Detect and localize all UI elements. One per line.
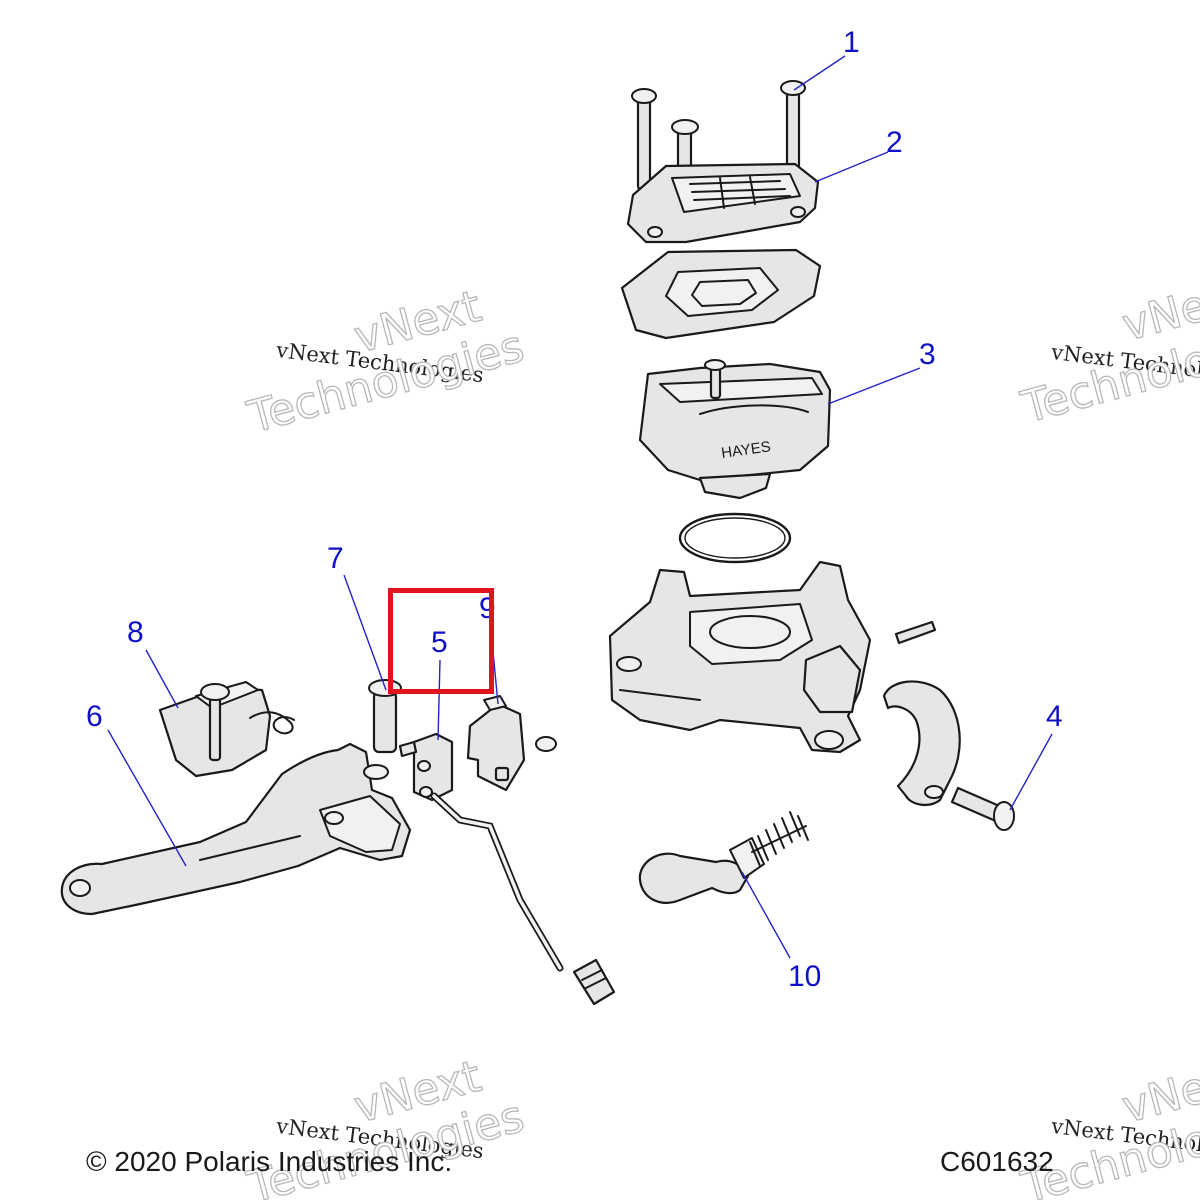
screw-left xyxy=(631,88,657,192)
brake-switch xyxy=(398,732,616,1006)
brake-lever xyxy=(60,742,412,916)
reservoir-cover xyxy=(626,162,820,244)
pivot-pin xyxy=(894,620,937,645)
clamp-bolt xyxy=(950,786,1015,831)
callout-1: 1 xyxy=(843,26,860,59)
callout-6: 6 xyxy=(86,700,103,733)
master-cylinder-body xyxy=(608,560,872,754)
callout-10: 10 xyxy=(788,960,822,993)
reservoir-screw xyxy=(704,359,726,400)
switch-bracket xyxy=(158,681,295,778)
copyright-text: © 2020 Polaris Industries Inc. xyxy=(86,1146,453,1177)
handlebar-clamp xyxy=(882,680,961,806)
highlight-box xyxy=(388,588,494,694)
piston-assembly xyxy=(638,811,809,904)
diagram-code: C601632 xyxy=(940,1146,1054,1177)
leader-lines xyxy=(107,55,1053,959)
switch-plate xyxy=(466,695,557,792)
callout-5: 5 xyxy=(431,626,448,659)
callout-4: 4 xyxy=(1046,700,1063,733)
reservoir-body: HAYES xyxy=(638,359,832,500)
callout-7: 7 xyxy=(327,542,344,575)
callout-8: 8 xyxy=(127,616,144,649)
o-ring xyxy=(678,512,792,564)
diaphragm xyxy=(620,248,822,340)
callout-2: 2 xyxy=(886,126,903,159)
reservoir-brand-engraving: HAYES xyxy=(720,438,772,462)
callout-3: 3 xyxy=(919,338,936,371)
